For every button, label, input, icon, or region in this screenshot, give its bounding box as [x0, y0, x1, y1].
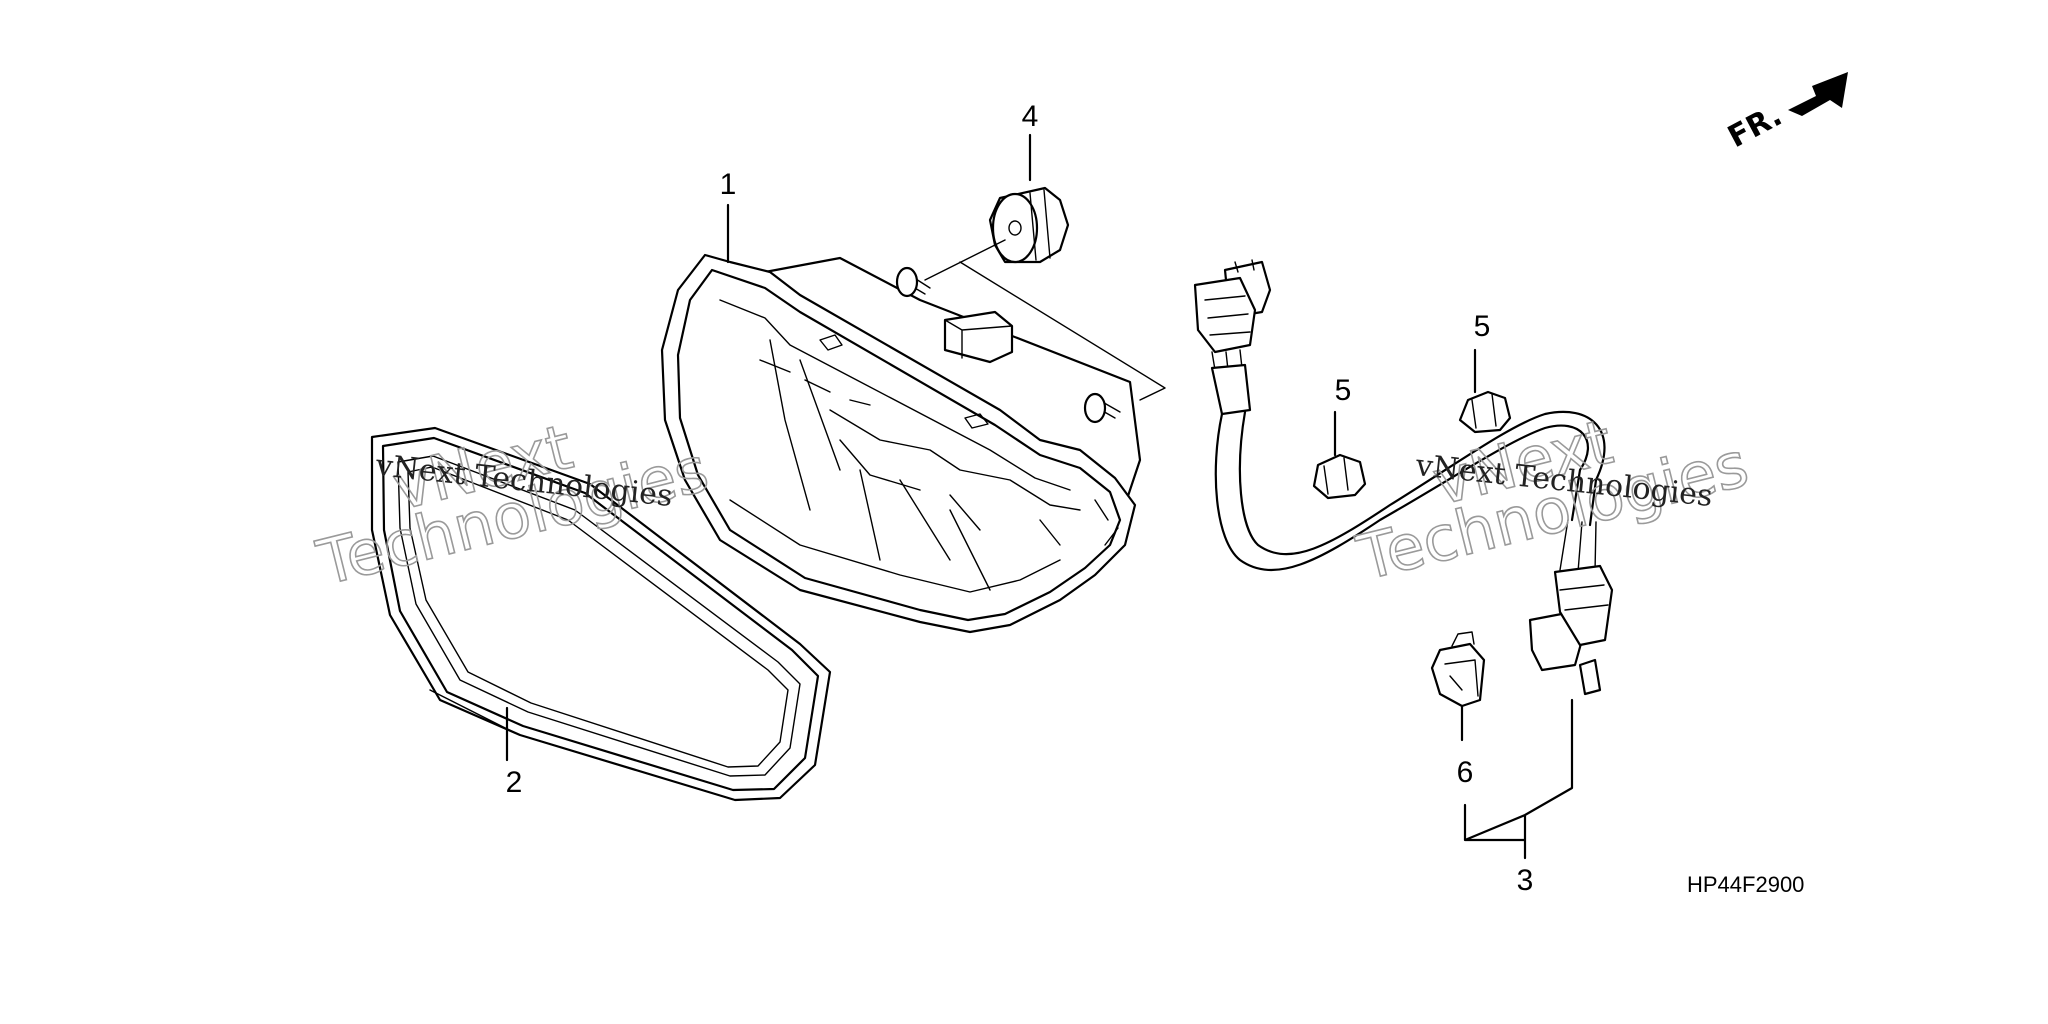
callout-2: 2 — [506, 766, 523, 799]
clip-lower — [1430, 631, 1486, 708]
clip-upper-right — [1458, 390, 1512, 434]
callout-1: 1 — [720, 168, 737, 201]
grommet — [988, 186, 1070, 264]
callout-6: 6 — [1457, 756, 1474, 789]
watermark-right: vNext Technologies vNext Technologies — [1349, 404, 1756, 595]
callout-5-upper: 5 — [1474, 310, 1491, 343]
callout-4: 4 — [1022, 100, 1039, 133]
grommet-leader-line — [924, 239, 1166, 401]
front-direction-indicator: FR. — [1722, 72, 1848, 155]
front-direction-label: FR. — [1722, 98, 1787, 155]
wire-harness — [1193, 259, 1614, 696]
callout-leader-lines — [505, 133, 1574, 860]
front-arrow-icon — [1788, 72, 1848, 116]
callout-5-middle: 5 — [1335, 374, 1352, 407]
clip-middle — [1312, 453, 1367, 500]
part-code: HP44F2900 — [1687, 872, 1804, 897]
watermark-left: vNext Technologies vNext Technologies — [309, 409, 716, 600]
headlight-rim — [370, 426, 832, 802]
headlight-housing — [660, 253, 1142, 634]
callout-3: 3 — [1517, 864, 1534, 897]
